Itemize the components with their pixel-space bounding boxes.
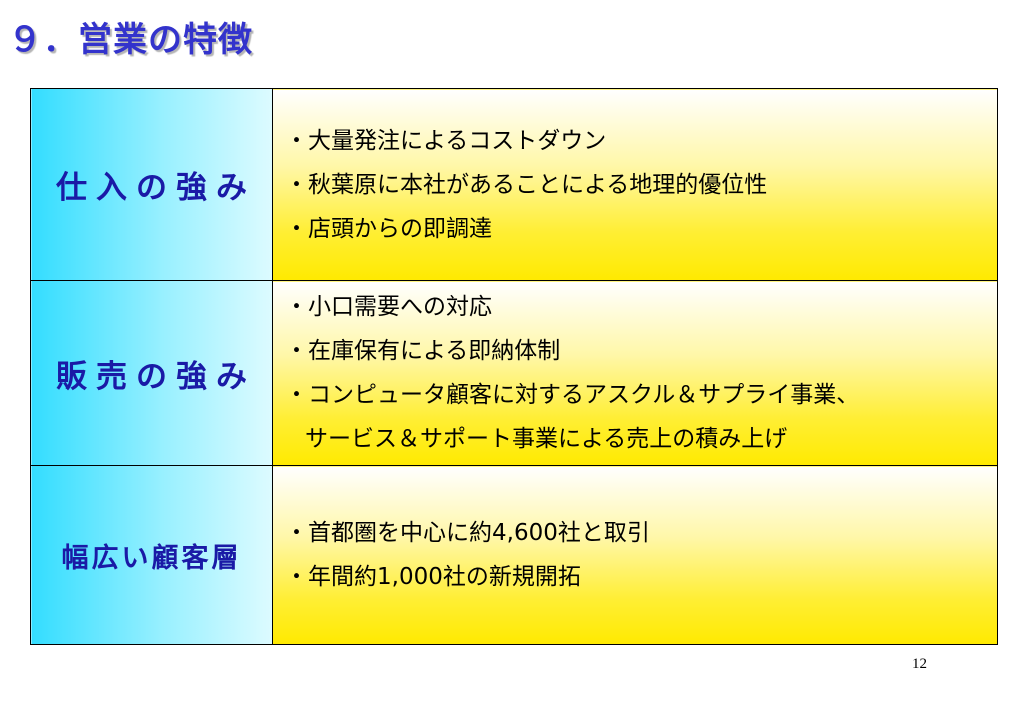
list-item: ・コンピュータ顧客に対するアスクル＆サプライ事業、 bbox=[285, 382, 860, 408]
row-label: 幅広い顧客層 bbox=[61, 542, 242, 574]
list-item: ・大量発注によるコストダウン bbox=[285, 127, 607, 154]
row-label-cell: 販売の強み bbox=[30, 280, 273, 466]
row-content-cell: ・大量発注によるコストダウン ・秋葉原に本社があることによる地理的優位性 ・店頭… bbox=[272, 88, 998, 281]
list-item-continuation: サービス＆サポート事業による売上の積み上げ bbox=[305, 426, 788, 452]
row-label: 仕入の強み bbox=[56, 170, 256, 206]
list-item: ・小口需要への対応 bbox=[285, 294, 492, 320]
page-number: 12 bbox=[912, 656, 927, 672]
table-row: 仕入の強み ・大量発注によるコストダウン ・秋葉原に本社があることによる地理的優… bbox=[30, 88, 998, 281]
item-list: ・小口需要への対応 ・在庫保有による即納体制 ・コンピュータ顧客に対するアスクル… bbox=[285, 285, 997, 461]
list-item: ・首都圏を中心に約4,600社と取引 bbox=[285, 520, 650, 546]
row-label: 販売の強み bbox=[56, 358, 256, 395]
list-item: ・秋葉原に本社があることによる地理的優位性 bbox=[285, 171, 768, 198]
list-item: ・在庫保有による即納体制 bbox=[285, 338, 561, 364]
slide-title: ９．営業の特徴 bbox=[8, 20, 253, 60]
row-content-cell: ・小口需要への対応 ・在庫保有による即納体制 ・コンピュータ顧客に対するアスクル… bbox=[272, 280, 998, 466]
feature-table: 仕入の強み ・大量発注によるコストダウン ・秋葉原に本社があることによる地理的優… bbox=[30, 88, 998, 645]
list-item: ・店頭からの即調達 bbox=[285, 215, 492, 242]
list-item: ・年間約1,000社の新規開拓 bbox=[285, 564, 581, 590]
table-row: 販売の強み ・小口需要への対応 ・在庫保有による即納体制 ・コンピュータ顧客に対… bbox=[30, 280, 998, 466]
row-content-cell: ・首都圏を中心に約4,600社と取引 ・年間約1,000社の新規開拓 bbox=[272, 465, 998, 645]
table-row: 幅広い顧客層 ・首都圏を中心に約4,600社と取引 ・年間約1,000社の新規開… bbox=[30, 465, 998, 645]
item-list: ・大量発注によるコストダウン ・秋葉原に本社があることによる地理的優位性 ・店頭… bbox=[285, 119, 997, 251]
row-label-cell: 仕入の強み bbox=[30, 88, 273, 281]
item-list: ・首都圏を中心に約4,600社と取引 ・年間約1,000社の新規開拓 bbox=[285, 511, 997, 599]
row-label-cell: 幅広い顧客層 bbox=[30, 465, 273, 645]
